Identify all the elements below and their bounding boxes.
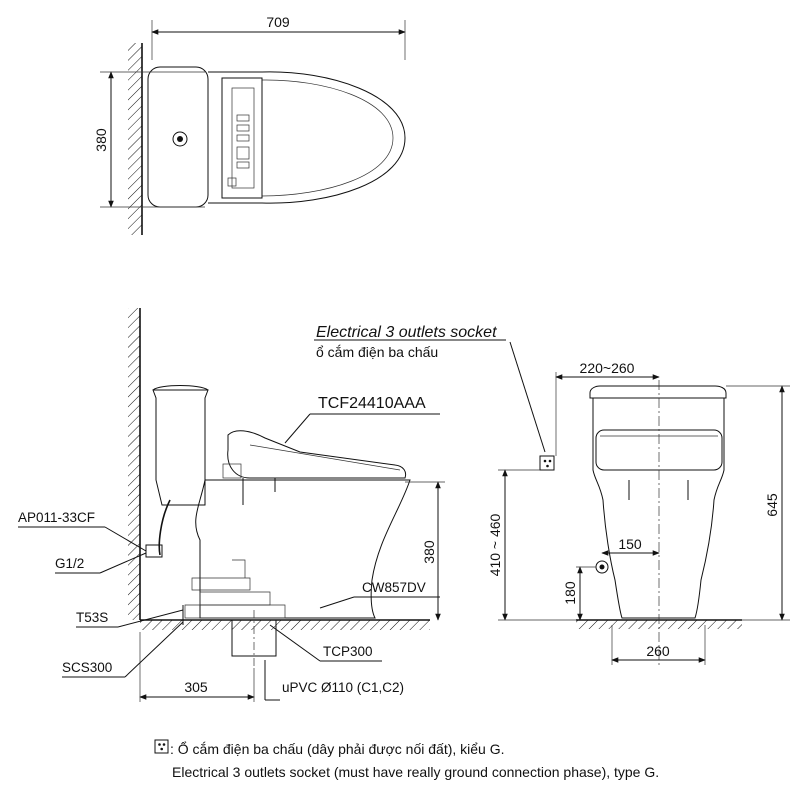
top-width-dim: 709 [266,14,290,30]
top-control-housing [221,77,263,199]
side-seat-base [222,463,242,479]
socket-pin-3 [546,464,549,468]
note-line-vi: : Ổ cắm điện ba chấu (dây phải được nối … [170,741,505,757]
top-bowl-outline [208,71,406,204]
drain-pipe [231,619,277,657]
side-inlet-hose [158,499,171,556]
t53s-label: T53S [76,610,108,625]
top-seat-inner [261,79,394,197]
side-seat-line [249,444,401,471]
legend-socket-icon [154,739,169,754]
control-button-3 [236,134,250,142]
bowl-leader [319,596,355,609]
scs300-leader [124,621,184,678]
seat-leader [284,413,311,444]
flush-button-center [177,136,183,142]
side-bowl-body [195,479,411,619]
inlet-offset-dim: 150 [618,536,642,552]
socket-offset-dim: 220~260 [580,360,635,376]
pipe-spec-label: uPVC Ø110 (C1,C2) [282,680,404,695]
legend-socket-pin-1 [158,743,161,746]
side-tank [152,389,209,506]
top-view: 709 380 [93,14,406,235]
control-button-4 [236,146,250,160]
socket-label-en: Electrical 3 outlets socket [316,324,497,341]
socket-height-dim: 410 ~ 460 [487,513,503,576]
legend-socket-pin-2 [162,743,166,746]
top-depth-dim: 380 [93,128,109,152]
socket-pin-1 [543,459,547,463]
front-view: 220~260 410 ~ 460 645 150 180 260 [487,360,790,665]
socket-label-vi: ổ cắm điện ba chấu [316,344,438,360]
socket-pin-2 [548,459,552,463]
seat-model-label: TCF24410AAA [318,395,426,412]
control-button-5 [236,161,250,169]
valve-model-label: AP011-33CF [18,510,95,525]
trap-3 [199,591,271,606]
side-seat-unit [227,430,407,479]
front-floor-hatch [576,620,742,629]
top-control-panel [231,87,255,189]
scs300-label: SCS300 [62,660,112,675]
t53s-leader [117,609,184,628]
control-button-1 [236,114,250,122]
valve-leader [104,526,147,552]
front-tank-lid [589,385,727,399]
control-button-6 [227,177,237,187]
inlet-height-dim: 180 [562,581,578,605]
side-view: 380 305 TCF24410AAA AP011-33CF G1/2 T53S… [18,308,546,702]
tcp300-leader [269,624,321,662]
side-roughin-dim: 305 [184,679,208,695]
control-button-2 [236,124,250,132]
socket-leader [509,341,546,453]
trap-4 [184,604,286,619]
legend-socket-pin-3 [160,747,163,751]
side-seat-height-dim: 380 [421,540,437,564]
side-tank-lid [152,385,209,391]
front-inlet-center [599,564,605,570]
base-width-dim: 260 [646,643,670,659]
note-line-en: Electrical 3 outlets socket (must have r… [172,764,660,780]
front-body-outline [592,398,725,619]
side-wall-hatch [128,308,140,620]
flush-button-icon [172,131,188,147]
socket-icon [539,455,555,471]
total-height-dim: 645 [764,493,780,517]
side-floor-hatch [140,620,430,630]
trap-1 [191,577,251,591]
trap-2 [232,559,246,578]
inlet-size-label: G1/2 [55,556,84,571]
bowl-model-label: CW857DV [362,580,426,595]
top-wall-hatch [128,43,142,235]
inlet-leader [99,552,147,574]
tcp300-label: TCP300 [323,644,373,659]
